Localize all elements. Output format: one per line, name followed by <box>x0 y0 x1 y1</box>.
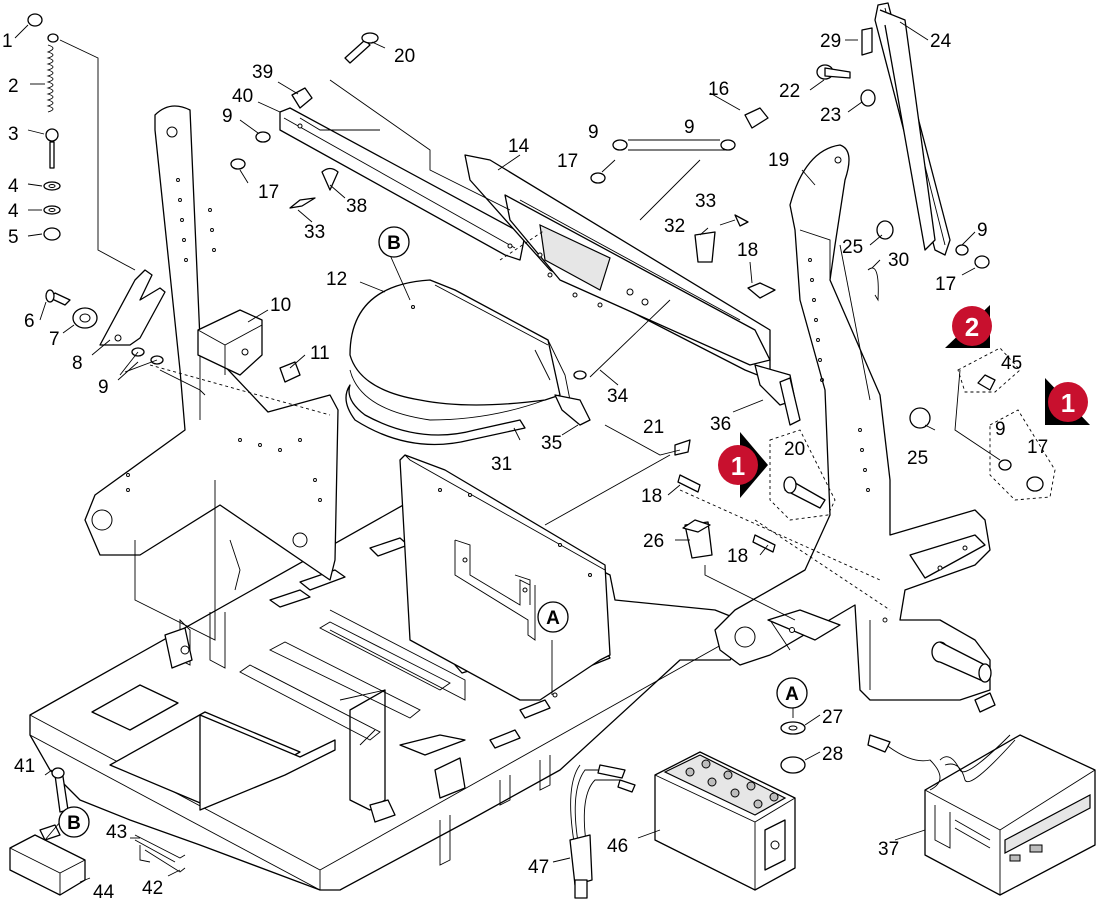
right-upright-19 <box>714 144 992 701</box>
badge-2: 2 <box>945 305 992 348</box>
leader-lines <box>14 21 1001 883</box>
badge-1-right-text: 1 <box>1061 388 1075 418</box>
part-label: 18 <box>737 240 758 261</box>
part-label: 19 <box>768 150 789 171</box>
small-parts <box>9 13 1044 896</box>
dashed-groups <box>499 229 1056 611</box>
part-label: 37 <box>878 839 899 860</box>
part-label: 27 <box>822 707 843 728</box>
part-label: 44 <box>93 882 115 903</box>
part-label: 25 <box>907 448 928 469</box>
bar-24 <box>861 2 951 256</box>
callout-b-top: B <box>378 226 410 258</box>
part-label: 47 <box>528 857 549 878</box>
part-label: 17 <box>258 182 279 203</box>
part-label: 2 <box>8 76 19 97</box>
part-label: 22 <box>779 81 800 102</box>
part-label: 24 <box>930 31 952 52</box>
part-label: 4 <box>8 201 19 222</box>
part-label: 31 <box>491 454 512 475</box>
badge-1-center-text: 1 <box>731 451 745 481</box>
red-badges: 1 2 1 <box>718 305 1090 498</box>
part-label: 29 <box>820 31 841 52</box>
part-label: 34 <box>607 386 629 407</box>
panel-14 <box>464 154 796 406</box>
part-label: 25 <box>842 237 863 258</box>
callout-markers: B B A A <box>58 226 808 838</box>
part-label: 9 <box>588 122 599 143</box>
part-number-labels: 1 2 3 4 4 5 6 7 8 9 10 11 12 9 17 39 40 … <box>2 31 1048 903</box>
part-label: 11 <box>310 343 330 364</box>
part-label: 16 <box>708 79 729 100</box>
callout-a-panel-text: A <box>546 608 560 629</box>
badge-2-text: 2 <box>965 312 979 342</box>
part-label: 1 <box>2 31 13 52</box>
part-label: 36 <box>710 414 731 435</box>
part-label: 38 <box>346 196 367 217</box>
part-label: 20 <box>394 46 415 67</box>
part-label: 3 <box>8 124 19 145</box>
part-label: 7 <box>49 329 60 350</box>
part-label: 9 <box>222 106 233 127</box>
callout-b-bottom: B <box>58 806 90 838</box>
part-label: 20 <box>784 439 805 460</box>
battery-46 <box>654 751 796 891</box>
part-label: 14 <box>508 136 530 157</box>
part-label: 35 <box>541 433 562 454</box>
part-label: 17 <box>557 151 578 172</box>
rear-bracket-40 <box>279 107 526 261</box>
part-label: 5 <box>8 227 19 248</box>
part-label: 39 <box>252 62 273 83</box>
part-label: 9 <box>995 419 1006 440</box>
badge-1-right: 1 <box>1045 378 1090 425</box>
charger-37 <box>867 692 1096 896</box>
part-label: 43 <box>106 822 127 843</box>
left-upright <box>84 105 339 641</box>
part-label: 6 <box>24 311 35 332</box>
callout-b-top-text: B <box>387 233 401 254</box>
part-label: 33 <box>304 222 325 243</box>
badge-1-center: 1 <box>718 432 768 498</box>
part-label: 30 <box>888 250 909 271</box>
cable-47 <box>569 764 636 899</box>
part-label: 17 <box>1027 437 1048 458</box>
part-label: 10 <box>270 295 291 316</box>
part-label: 45 <box>1001 353 1022 374</box>
part-label: 9 <box>977 220 988 241</box>
part-label: 21 <box>643 417 664 438</box>
part-label: 9 <box>98 377 109 398</box>
part-label: 26 <box>643 531 664 552</box>
hopper-cover-12 <box>345 279 591 446</box>
part-label: 28 <box>822 744 843 765</box>
part-label: 18 <box>641 486 662 507</box>
part-label: 46 <box>607 836 628 857</box>
part-label: 12 <box>326 269 347 290</box>
part-label: 32 <box>664 216 685 237</box>
part-label: 23 <box>820 105 841 126</box>
part-label: 41 <box>14 756 35 777</box>
part-label: 33 <box>695 191 716 212</box>
part-label: 40 <box>232 86 253 107</box>
callout-a-panel: A <box>537 601 569 633</box>
part-label: 42 <box>142 878 163 899</box>
callout-a-washer: A <box>776 677 808 709</box>
callout-a-washer-text: A <box>785 684 799 705</box>
part-label: 18 <box>727 546 748 567</box>
part-label: 4 <box>8 176 19 197</box>
part-label: 8 <box>72 353 83 374</box>
center-sheet <box>399 454 611 701</box>
callout-b-bottom-text: B <box>67 813 81 834</box>
part-label: 17 <box>935 274 956 295</box>
part-label: 9 <box>684 117 695 138</box>
